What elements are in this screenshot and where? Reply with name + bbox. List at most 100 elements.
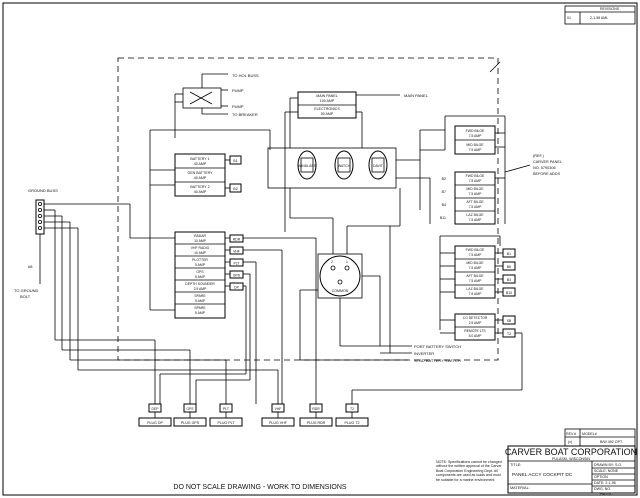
remote-lts-amp: 5.0 AMP xyxy=(469,334,483,338)
bilge-low-mid-label: MID BILGE xyxy=(466,261,484,265)
bilge-low-tag-2: B6 xyxy=(507,265,511,269)
to-breaker-label: TO BREAKER xyxy=(232,112,258,117)
davit-label: DAVIT xyxy=(373,164,383,168)
battery-2-amp: 40 AMP xyxy=(194,190,207,194)
detector-breakers: CO DETECTOR 2.5 AMP REMOTE LTS 5.0 AMP S… xyxy=(351,313,523,404)
davit-switch: DAVIT xyxy=(368,150,388,180)
revision-date: 2-1-98 AML xyxy=(590,16,608,20)
scale: SCALE: NONE xyxy=(594,469,619,473)
ref-line-1: (REF.) xyxy=(533,154,544,158)
option: OPTION xyxy=(594,475,608,479)
plug-label-rdr: PLUG RDR xyxy=(307,421,326,425)
rdr-tag: RDR xyxy=(233,238,241,242)
gen-battery-label: GEN BATTERY xyxy=(187,171,213,175)
battery-1-label: BATTERY 1 xyxy=(190,157,209,161)
ground-buss-label: GROUND BUSS xyxy=(28,188,58,193)
gps-tag: GPS xyxy=(233,274,241,278)
spare-2-amp: 5 AMP xyxy=(195,311,206,315)
battery-2-label: BATTERY 2 xyxy=(190,185,209,189)
ref-line-4: BEFORE ADDS xyxy=(533,172,560,176)
bilge-low-laz-label: LAZ BILGE xyxy=(466,287,484,291)
plug-label-plt: PLUG PLT xyxy=(217,421,235,425)
common-switch: 2 1 COMMON xyxy=(289,188,408,361)
bilge-mid-tag-4: B11 xyxy=(440,216,446,220)
bilge-mid-aft-label: AFT BILGE xyxy=(466,200,484,204)
plug-label-dp: PLUG DP xyxy=(147,421,163,425)
ref-line-3: NO. 5790306 xyxy=(533,166,556,170)
remote-lts-tag: T2 xyxy=(507,332,511,336)
revision-number: 01 xyxy=(567,16,571,20)
bilge-mid-fwd-amp: 7.5 AMP xyxy=(469,179,483,183)
bilge-low-laz-amp: 7.5 AMP xyxy=(469,292,483,296)
common-label: COMMON xyxy=(332,289,349,293)
plug-tag-t2: T2 xyxy=(350,407,354,411)
bilge-low-aft-amp: 7.5 AMP xyxy=(469,279,483,283)
plug-tag-gps: GPS xyxy=(186,407,194,411)
bilge-mid-tag-2: B7 xyxy=(442,190,446,194)
watch-label: WATCH xyxy=(338,164,351,168)
radar-amp: 10 AMP xyxy=(194,239,207,243)
bilge-low-fwd-label: FWD BILGE xyxy=(466,248,485,252)
footer-note: DO NOT SCALE DRAWING - WORK TO DIMENSION… xyxy=(173,484,347,491)
breaker-block xyxy=(174,73,228,138)
bilge-top-fwd-label: FWD BILGE xyxy=(466,129,485,133)
plotter-amp: 5 AMP xyxy=(195,263,206,267)
vhf-tag: VHF xyxy=(233,250,240,254)
common-pole-2: 2 xyxy=(331,260,333,264)
main-panel-lead-label: MAIN PANEL xyxy=(404,93,429,98)
vhf-radio-amp: 10 AMP xyxy=(194,251,207,255)
specification-note: NOTE: Specifications cannot be changed w… xyxy=(436,460,502,482)
rocker-switch-group: WINDLASS WATCH DAVIT xyxy=(267,147,397,189)
watch-switch: WATCH xyxy=(334,150,354,180)
spare-1-amp: 5 AMP xyxy=(195,299,206,303)
plugs-row: DEP PLUG DP GPS PLUG GPS PLT PLUG PLT VH… xyxy=(138,403,369,427)
electronics-label: ELECTRONICS xyxy=(314,107,340,111)
bilge-mid-tag-1: B2 xyxy=(442,177,446,181)
battery-1-amp: 40 AMP xyxy=(194,162,207,166)
bilge-mid-laz-label: LAZ BILGE xyxy=(466,213,484,217)
dp-tag: DP xyxy=(234,286,239,290)
windlass-switch: WINDLASS xyxy=(297,150,317,180)
date: DATE: 2-1-96 xyxy=(594,481,616,485)
drawing-title: PANEL ACCY COCKPIT DC xyxy=(512,472,573,478)
vhf-radio-label: VHF RADIO xyxy=(191,246,210,250)
bilge-low-tag-3: B3 xyxy=(507,278,511,282)
dwg-number: E4057C xyxy=(600,492,613,496)
rev-label: REV.# xyxy=(566,432,576,436)
model-value: B/W 492 OPT. xyxy=(600,440,623,444)
battery-2-tag: B2 xyxy=(233,187,237,191)
spare-1-label: SPARE xyxy=(194,294,206,298)
bilge-mid-fwd-label: FWD BILGE xyxy=(466,174,485,178)
port-battery-switch-label: PORT BATTERY SWITCH xyxy=(414,344,461,349)
plt-tag: PLT xyxy=(234,262,240,266)
battery-1-tag: B1 xyxy=(233,159,237,163)
co-detector-amp: 2.5 AMP xyxy=(469,321,483,325)
plotter-label: PLOTTER xyxy=(192,258,208,262)
electronics-breakers: RADAR 10 AMP VHF RADIO 10 AMP PLOTTER 5 … xyxy=(174,231,244,319)
bilge-low-breakers: FWD BILGE 7.5 AMP MID BILGE 7.5 AMP AFT … xyxy=(439,235,516,330)
revisions-header: REVISIONS xyxy=(600,7,620,11)
stbd-battery-switch-label: STBD BATTERY SWITCH xyxy=(414,358,461,363)
bilge-top-breakers: FWD BILGE 7.5 AMP MID BILGE 7.5 AMP xyxy=(444,115,506,172)
gps-amp: 5 AMP xyxy=(195,275,206,279)
main-panel-breaker: MAIN PANEL 100 AMP ELECTRONICS 50 AMP xyxy=(297,91,357,119)
bilge-low-aft-label: AFT BILGE xyxy=(466,274,484,278)
gps-label: GPS xyxy=(196,270,204,274)
wire-gauge-label: #8 xyxy=(28,264,33,269)
depth-sounder-label: DEPTH SOUNDER xyxy=(185,282,215,286)
remote-lts-label: REMOTE LTS xyxy=(464,329,486,333)
main-panel-amp: 100 AMP xyxy=(320,99,335,103)
plug-label-t2: PLUG T2 xyxy=(345,421,360,425)
bilge-mid-breakers: FWD BILGE 7.5 AMP MID BILGE 7.5 AMP AFT … xyxy=(440,171,506,225)
battery-breakers: BATTERY 1 40 AMP GEN BATTERY 40 AMP BATT… xyxy=(149,129,271,310)
title-label: TITLE: xyxy=(510,463,521,467)
bilge-mid-tag-3: B4 xyxy=(442,203,446,207)
depth-sounder-amp: 2.5 AMP xyxy=(194,287,208,291)
bilge-top-mid-amp: 7.5 AMP xyxy=(469,148,483,152)
bilge-low-tag-4: B10 xyxy=(506,291,512,295)
revisions-block: REVISIONS 01 2-1-98 AML xyxy=(564,5,636,25)
plug-label-gps: PLUG GPS xyxy=(181,421,200,425)
bolt-label: BOLT xyxy=(20,294,31,299)
